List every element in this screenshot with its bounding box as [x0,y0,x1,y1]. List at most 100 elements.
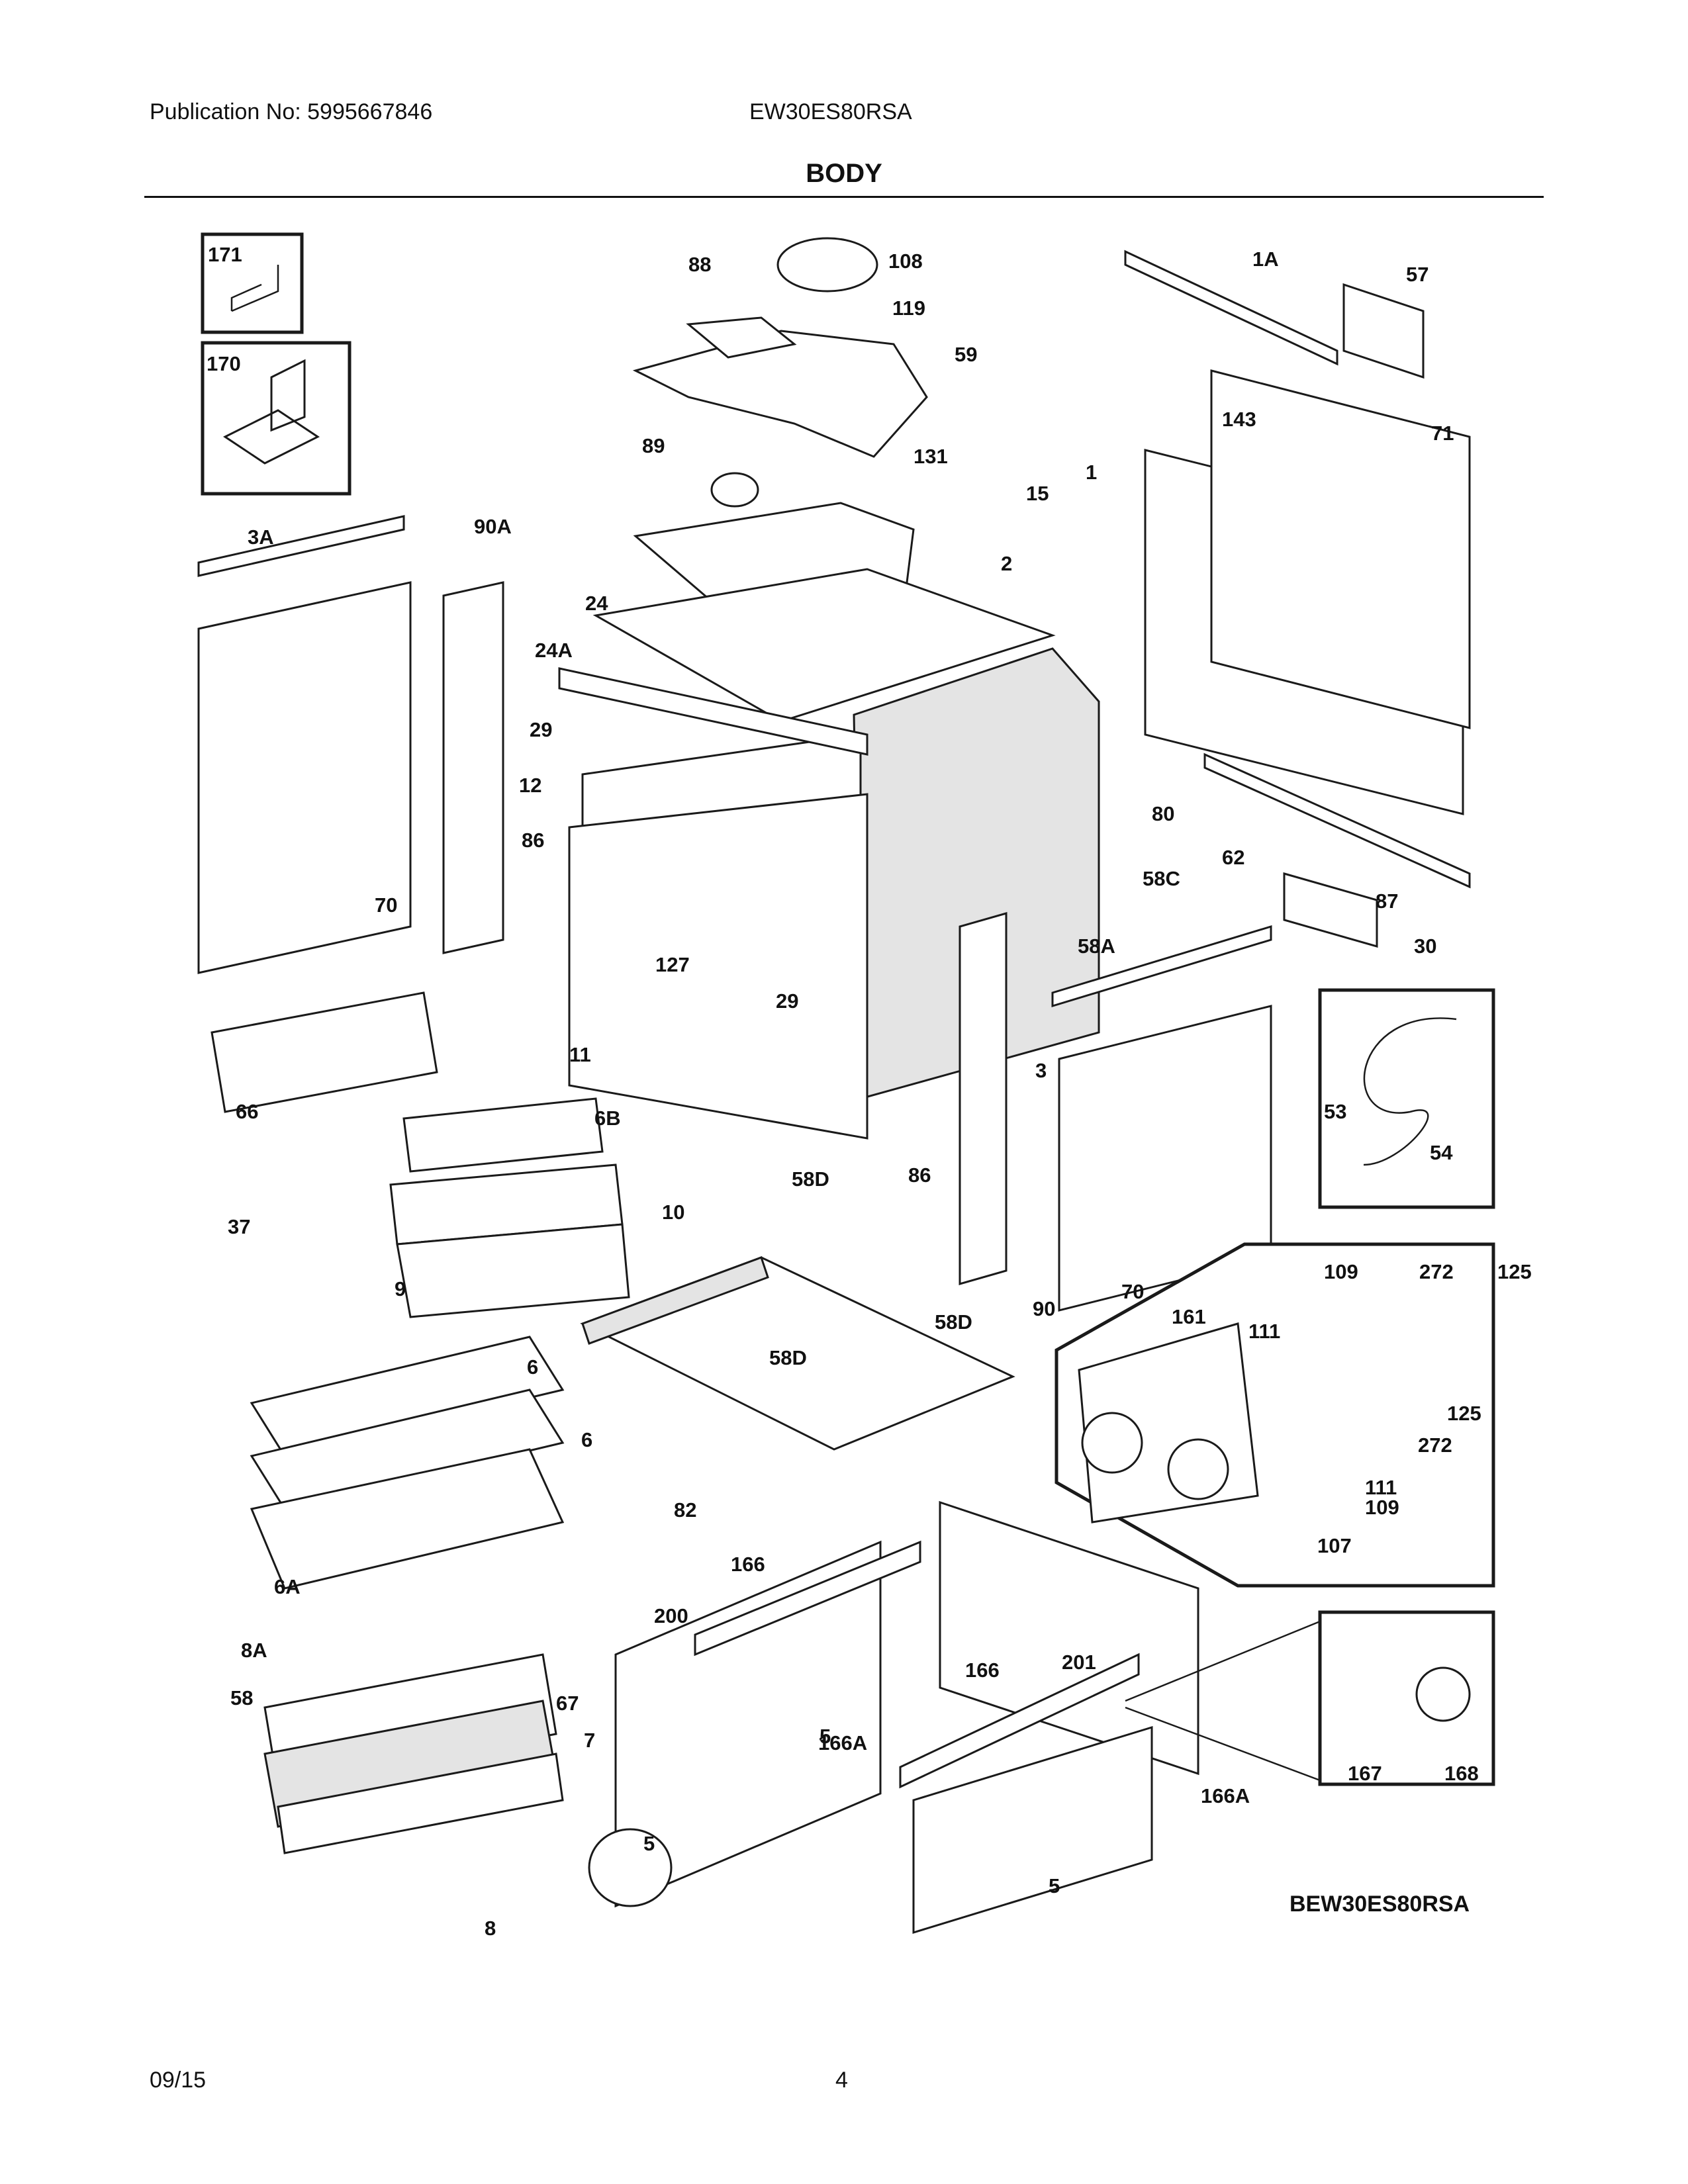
callout-171: 171 [208,243,242,266]
callout-57: 57 [1406,263,1429,286]
callout-108: 108 [888,250,923,273]
slide-166-left [694,1540,921,1657]
oven-frame-11 [568,793,868,1140]
callout-166: 166 [731,1553,765,1576]
callout-125: 125 [1497,1260,1532,1283]
callout-89: 89 [642,434,665,457]
callout-15: 15 [1026,482,1049,505]
broil-pan-9 [396,1223,630,1318]
callout-90: 90 [1033,1297,1055,1320]
callout-168: 168 [1444,1762,1479,1785]
rail-87 [1203,752,1471,889]
callout-54: 54 [1430,1141,1453,1164]
callout-201: 201 [1062,1651,1096,1674]
callout-59: 59 [955,343,977,366]
callout-166: 166 [965,1659,1000,1682]
callout-119: 119 [892,296,925,320]
callout-272: 272 [1418,1433,1452,1457]
callout-272: 272 [1419,1260,1454,1283]
drawer-plate-8 [277,1752,564,1854]
callout-86: 86 [522,829,544,852]
callout-161: 161 [1172,1305,1206,1328]
callout-90A: 90A [474,515,512,538]
callout-2: 2 [1001,552,1012,575]
callout-80: 80 [1152,802,1174,825]
callout-58D: 58D [792,1167,829,1191]
vent-30 [1283,872,1378,948]
callout-107: 107 [1317,1534,1352,1557]
inset-box-probe [1318,988,1495,1209]
insulation-58D [581,1256,769,1345]
callout-70: 70 [375,893,397,917]
callout-88: 88 [688,253,711,276]
callout-5: 5 [643,1832,655,1855]
callout-82: 82 [674,1498,696,1522]
callout-125: 125 [1447,1402,1481,1425]
bracket-171-drawing [230,265,279,312]
thermostat-89 [710,472,759,508]
callout-7: 7 [584,1729,595,1752]
callout-109: 109 [1324,1260,1358,1283]
fan-left [1081,1412,1143,1474]
inset-box-171 [201,232,304,334]
slide-166-right [899,1653,1140,1789]
callout-58D: 58D [769,1346,807,1369]
callout-70: 70 [1121,1280,1144,1303]
rack-6B [402,1097,604,1173]
callout-6: 6 [527,1355,538,1379]
vent-cover-57 [1342,283,1425,379]
callout-109: 109 [1365,1496,1399,1519]
callout-3: 3 [1035,1059,1047,1082]
rail-3A [197,515,405,577]
callout-30: 30 [1414,934,1436,958]
rack-6-upper [250,1336,565,1457]
section-title: BODY [806,159,882,188]
drawer-frame-200 [614,1540,882,1908]
callout-58A: 58A [1078,934,1115,958]
trim-90A [442,581,504,954]
callout-8: 8 [485,1917,496,1940]
callout-11: 11 [569,1043,591,1066]
vent-24A [558,667,868,756]
callout-58C: 58C [1143,867,1180,890]
callout-24A: 24A [535,639,573,662]
leveling-leg-5-detail [588,1828,673,1907]
callout-24: 24 [585,592,608,615]
callout-87: 87 [1376,889,1398,913]
callout-167: 167 [1348,1762,1382,1785]
callout-170: 170 [207,352,241,375]
roller-leader [1125,1620,1321,1782]
callout-5: 5 [1049,1874,1060,1897]
bracket-88 [686,316,797,359]
rail-1A [1124,250,1338,366]
side-panel-70-left [197,581,412,974]
rear-cover-71 [1210,369,1471,729]
callout-9: 9 [395,1277,406,1300]
callout-8A: 8A [241,1639,267,1662]
callout-111: 111 [1248,1320,1280,1343]
callout-166A: 166A [1201,1784,1250,1807]
callout-6B: 6B [594,1107,621,1130]
callout-6A: 6A [274,1575,301,1598]
callout-111: 111 [1365,1476,1397,1499]
fan-right [1167,1438,1229,1500]
fan-motor-108 [776,237,878,293]
callout-58D: 58D [935,1310,972,1334]
publication-date: 09/15 [150,2068,207,2093]
rail-3 [1051,925,1272,1008]
fan-housing-59 [632,330,928,458]
callout-3A: 3A [248,525,274,549]
callout-66: 66 [236,1100,258,1123]
top-panel-2 [592,568,1056,723]
callout-29: 29 [530,718,552,741]
page-number: 4 [835,2068,848,2093]
callout-5: 5 [820,1725,831,1748]
broil-element-66 [211,991,438,1113]
callout-1: 1 [1086,461,1097,484]
roller-168 [1415,1666,1471,1722]
model-number: EW30ES80RSA [749,99,912,124]
trim-90 [959,912,1008,1285]
callout-71: 71 [1431,422,1454,445]
